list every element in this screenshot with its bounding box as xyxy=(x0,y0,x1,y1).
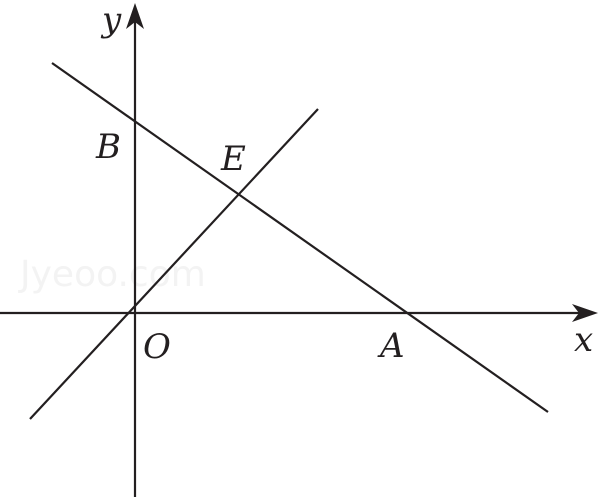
x-axis-label: x xyxy=(574,320,593,360)
point-a-label: A xyxy=(377,326,405,366)
line-oe xyxy=(29,108,319,420)
point-e-label: E xyxy=(220,139,246,179)
watermark-text: Jyeoo.com xyxy=(18,254,206,295)
origin-label: O xyxy=(143,327,171,367)
y-axis-arrow xyxy=(126,3,144,29)
x-axis-arrow xyxy=(572,304,598,322)
point-b-label: B xyxy=(95,127,121,167)
y-axis-label: y xyxy=(100,0,122,40)
line-ba xyxy=(51,62,549,413)
